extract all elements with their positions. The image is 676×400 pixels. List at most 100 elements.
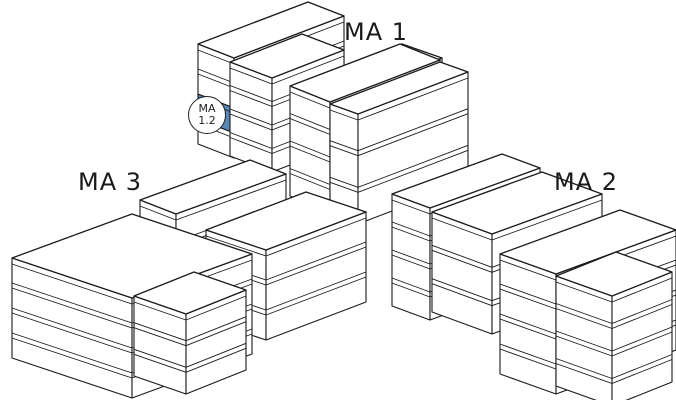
unit-marker-line-1: MA: [198, 102, 216, 116]
ma3-front-left-floor-line: [11, 282, 133, 324]
ma3-front-left-slab-line: [11, 337, 133, 379]
ma2-back-mid-floor-line: [431, 244, 493, 268]
ma1-front-right-roof-edge: [357, 77, 469, 121]
ma1-front-roof: [289, 43, 441, 103]
ma1-front-right-roof-edge: [329, 109, 359, 121]
ma3-back-right-roof: [205, 191, 367, 251]
ma2-front-right-floor-line: [611, 299, 673, 324]
label-ma-2: MA 2: [554, 168, 619, 196]
ma3-front-left-floor-line: [11, 307, 133, 349]
ma2-back-left-floor-line: [391, 249, 431, 265]
ma1-mid-slab-line: [229, 90, 273, 107]
ma2-front-right-floor-line: [611, 354, 673, 379]
ma1-front-floor-line: [289, 140, 331, 158]
ma1-front-roof-edge: [289, 91, 331, 109]
ma2-front-right-floor-line: [555, 303, 613, 324]
ma2-back-mid-roof: [431, 171, 603, 235]
ma2-back-mid-roof-edge: [431, 217, 493, 241]
ma2-front-right-roof: [555, 251, 673, 297]
ma3-front-right-floor-line: [185, 342, 247, 368]
label-ma-3: MA 3: [78, 168, 143, 196]
ma1-front-floor-line: [289, 168, 331, 185]
ma2-back-mid-slab-line: [431, 283, 493, 307]
ma2-front-left-roof-edge: [499, 259, 557, 281]
ma1-mid-slab-line: [229, 137, 273, 154]
ma1-front-right-floor-line: [329, 176, 359, 188]
ma1-mid-roof: [229, 33, 345, 79]
ma1-back-left-floor-line: [197, 68, 235, 84]
ma3-back-right-roof-edge: [265, 217, 367, 257]
ma2-front-right-slab-line: [611, 359, 673, 384]
ma1-mid-floor-line: [229, 108, 273, 126]
ma2-front-right-slab-line: [611, 331, 673, 357]
ma3-back-left-roof-edge: [139, 205, 177, 221]
ma3-front-left-roof-edge: [11, 263, 133, 305]
ma3-front-right-slab-line: [133, 327, 187, 347]
ma2-back-left-slab-line: [391, 282, 431, 298]
ma2-front-left-slab-line: [499, 288, 557, 310]
ma1-front-right-floor-line: [357, 144, 469, 188]
ma2-front-right-floor-line: [555, 330, 613, 352]
ma1-mid-roof-edge: [271, 55, 345, 85]
ma2-back-left-floor-line: [391, 277, 431, 293]
ma3-front-right-slab-line: [185, 347, 247, 373]
ma3-front-left-slab-line: [11, 287, 133, 329]
ma3-back-right-slab-line: [265, 246, 367, 286]
ma1-mid-floor-line: [229, 132, 273, 149]
ma1-back-left-slab-line: [197, 73, 235, 89]
ma3-front-right-floor-line: [133, 348, 187, 368]
ma1-front-right-roof: [329, 61, 469, 115]
ma1-front-slab-line: [289, 118, 331, 135]
ma1-front-right-floor-line: [329, 140, 359, 152]
ma2-back-left-roof: [391, 153, 541, 209]
ma1-front-right-slab-line: [357, 113, 469, 157]
ma1-mid-slab-line: [229, 113, 273, 131]
ma2-front-right-roof-edge: [611, 277, 673, 303]
ma1-front-right-floor-line: [357, 108, 469, 152]
ma2-back-left-slab-line: [391, 254, 431, 270]
ma1-front-right-slab-line: [329, 181, 359, 193]
ma2-front-left-slab-line: [499, 318, 557, 340]
ma1-mid-floor-line: [229, 85, 273, 102]
ma2-front-right-face-left: [555, 275, 613, 400]
ma1-mid-roof-edge: [229, 67, 273, 85]
unit-marker-line-2: 1.2: [198, 114, 216, 127]
ma1-front-slab-line: [289, 173, 331, 190]
ma3-back-right-roof-edge: [205, 235, 267, 257]
ma2-front-right-floor-line: [611, 326, 673, 352]
ma3-back-left-roof-edge: [175, 179, 287, 221]
ma1-front-right-slab-line: [357, 149, 469, 193]
ma2-back-mid-floor-line: [431, 278, 493, 302]
ma3-front-left-roof: [11, 213, 253, 299]
ma1-front-slab-line: [289, 145, 331, 163]
ma3-front-right-roof-edge: [185, 295, 247, 321]
ma2-back-mid-roof-edge: [491, 199, 603, 241]
ma3-front-right-roof: [133, 271, 247, 315]
ma2-front-left-floor-line: [499, 343, 557, 365]
ma1-back-left-roof-edge: [197, 49, 235, 65]
ma3-front-right-slab-line: [133, 353, 187, 373]
ma3-front-right-floor-line: [185, 316, 247, 342]
ma2-back-left-roof-edge: [391, 199, 431, 215]
ma3-back-right-floor-line: [265, 271, 367, 311]
ma2-front-right-slab-line: [555, 308, 613, 329]
ma3-front-left-floor-line: [11, 332, 133, 374]
ma2-front-left-floor-line: [499, 313, 557, 335]
ma1-back-left-roof: [197, 1, 345, 59]
ma3-front-right-roof-edge: [133, 301, 187, 321]
ma2-back-mid-slab-line: [431, 249, 493, 273]
ma3-back-left-roof: [139, 159, 287, 215]
ma3-back-right-slab-line: [265, 276, 367, 316]
ma3-front-right-floor-line: [133, 322, 187, 342]
ma2-front-right-floor-line: [555, 358, 613, 379]
ma3-front-left-slab-line: [11, 312, 133, 354]
ma2-front-left-floor-line: [499, 283, 557, 305]
ma2-back-left-floor-line: [391, 221, 431, 237]
ma2-front-right-slab-line: [555, 335, 613, 357]
ma2-front-right-slab-line: [611, 304, 673, 329]
ma2-front-right-slab-line: [555, 363, 613, 384]
ma2-front-right-roof-edge: [555, 281, 613, 303]
ma3-back-right-floor-line: [265, 241, 367, 281]
unit-marker-ma-1-2: MA 1.2: [188, 96, 226, 134]
